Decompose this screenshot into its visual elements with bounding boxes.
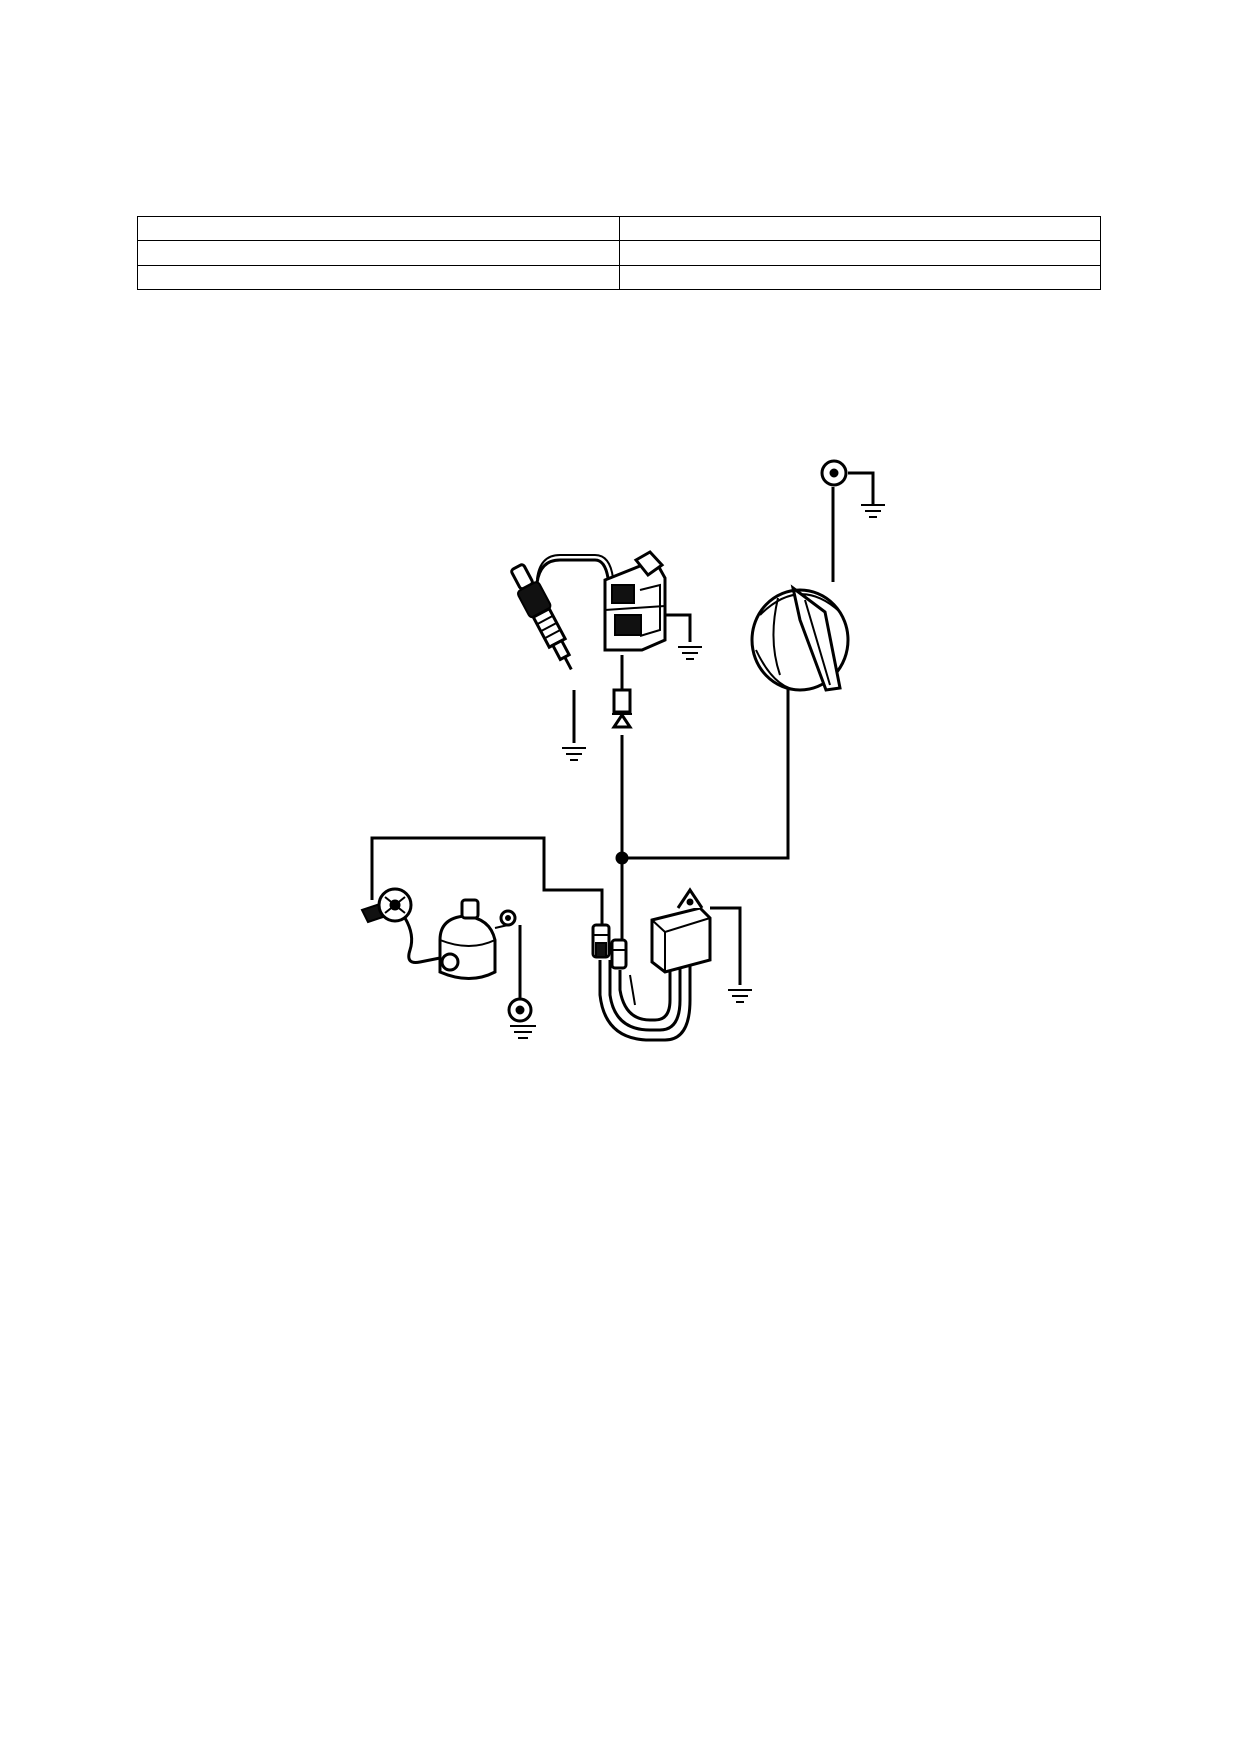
diode-icon xyxy=(611,688,633,729)
wire-terminal-ground xyxy=(848,471,875,505)
cdi-harness xyxy=(598,960,692,1042)
ground-symbol-terminal xyxy=(861,504,885,518)
table-cell xyxy=(137,264,620,291)
ignition-coil-icon xyxy=(603,550,667,652)
ground-symbol-coil xyxy=(678,646,702,660)
ground-symbol-plug xyxy=(562,747,586,761)
ground-symbol-cdi xyxy=(728,989,752,1003)
wire-coil-ground xyxy=(665,613,692,642)
ground-terminal-icon xyxy=(820,459,848,487)
sensor-ground-washer-icon xyxy=(507,997,533,1023)
oil-sensor-icon xyxy=(360,887,517,980)
junction-node xyxy=(615,851,629,865)
table-cell xyxy=(137,240,620,266)
wire-cdi-ground xyxy=(710,906,742,985)
wire-plug-lead xyxy=(535,558,610,584)
ground-symbol-sensor xyxy=(510,1025,536,1039)
wire-plug-lead-outline xyxy=(536,554,614,580)
wire-oil-sensor-loop xyxy=(370,836,604,940)
connector-plugs-icon xyxy=(591,923,628,970)
table-cell xyxy=(618,264,1101,291)
table-row xyxy=(137,264,1101,291)
empty-table xyxy=(137,215,1101,291)
spark-plug-icon xyxy=(510,563,573,671)
stop-switch-icon xyxy=(750,584,850,692)
wire-junction-to-switch xyxy=(622,688,790,860)
cdi-module-icon xyxy=(650,887,712,974)
wires xyxy=(370,471,875,1000)
